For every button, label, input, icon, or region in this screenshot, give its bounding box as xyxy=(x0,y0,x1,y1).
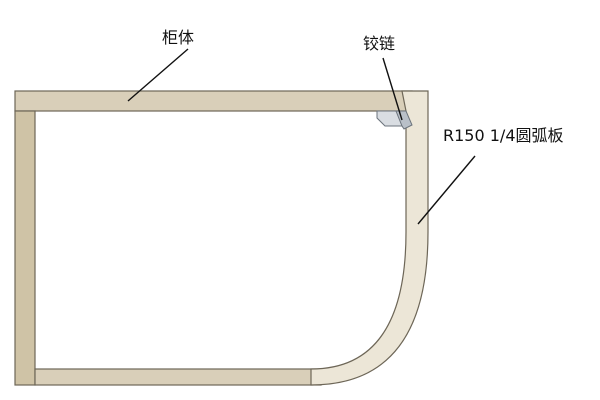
cabinet-leader-line xyxy=(127,48,189,102)
cabinet-bottom-panel xyxy=(34,368,322,386)
cabinet-label: 柜体 xyxy=(162,28,194,47)
arc-board-leader-line xyxy=(417,155,476,225)
cabinet-top-panel xyxy=(14,90,413,112)
hinge-label: 铰链 xyxy=(363,34,395,53)
hinge-leader-line xyxy=(382,57,403,121)
quarter-arc-board xyxy=(310,90,429,386)
arc-board-label: R150 1/4圆弧板 xyxy=(443,126,564,145)
cabinet-left-panel xyxy=(14,110,36,386)
